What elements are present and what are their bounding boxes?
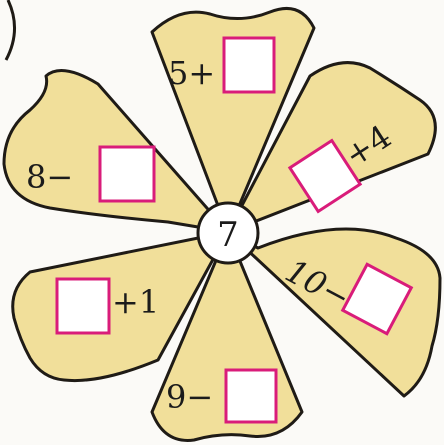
petal-top-expression: 5+: [168, 54, 215, 92]
petal-top-answer-box[interactable]: [224, 38, 274, 92]
petal-lower-left-answer-box[interactable]: [57, 279, 109, 333]
petal-bottom-expression: 9−: [166, 378, 213, 416]
petal-upper-left-expression: 8−: [26, 158, 73, 196]
center-value: 7: [217, 215, 239, 255]
petal-lower-left-expression: +1: [112, 283, 159, 321]
petal-upper-left-answer-box[interactable]: [100, 147, 154, 201]
edge-decoration: [6, 0, 15, 60]
petal-bottom-answer-box[interactable]: [226, 370, 276, 422]
